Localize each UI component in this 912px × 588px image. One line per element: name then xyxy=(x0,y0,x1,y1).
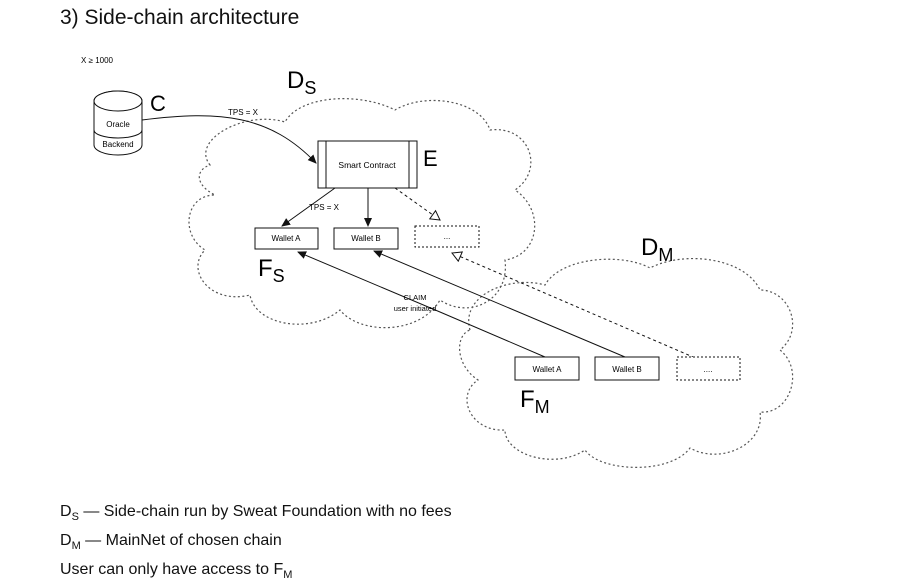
side-wallet-a-label: Wallet A xyxy=(271,234,301,243)
contract-to-wallet-a-arrow xyxy=(281,187,336,227)
smart-contract-letter: E xyxy=(423,146,438,171)
backend-label: Backend xyxy=(102,140,133,149)
tps-oracle-label: TPS = X xyxy=(228,108,259,117)
mainnet-cloud-label: DM xyxy=(641,234,673,265)
side-wallet-b: Wallet B xyxy=(333,227,399,250)
main-wallets-label: FM xyxy=(520,386,550,417)
side-wallet-more: ... xyxy=(414,225,480,248)
oracle-letter: C xyxy=(150,91,166,116)
side-wallet-more-label: ... xyxy=(444,232,451,241)
main-wallet-more: .... xyxy=(676,356,741,381)
smart-contract-box: Smart Contract xyxy=(317,140,418,189)
legend: DS — Side-chain run by Sweat Foundation … xyxy=(60,500,452,588)
oracle-label: Oracle xyxy=(106,120,130,129)
page-title: 3) Side-chain architecture xyxy=(60,6,300,29)
claim-user-initiated-label: user initiated xyxy=(394,304,437,313)
side-chain-cloud xyxy=(188,98,536,329)
legend-line-access: User can only have access to FM xyxy=(60,561,293,582)
claim-arrow-wallet-b xyxy=(373,250,626,358)
main-wallet-a-label: Wallet A xyxy=(532,365,562,374)
main-wallet-b: Wallet B xyxy=(594,356,660,381)
smart-contract-label: Smart Contract xyxy=(338,160,396,170)
main-wallet-more-label: .... xyxy=(704,365,713,374)
x-condition-label: X ≥ 1000 xyxy=(81,56,114,65)
tps-wallets-label: TPS = X xyxy=(309,203,340,212)
side-chain-cloud-label: DS xyxy=(287,67,316,98)
oracle-backend-database: Oracle Backend xyxy=(93,90,143,156)
side-wallet-b-label: Wallet B xyxy=(351,234,381,243)
side-wallet-a: Wallet A xyxy=(254,227,319,250)
oracle-to-contract-arrow xyxy=(141,115,317,164)
claim-label: CLAIM xyxy=(404,293,427,302)
main-wallet-a: Wallet A xyxy=(514,356,580,381)
claim-arrow-wallet-a xyxy=(297,251,546,358)
contract-to-other-wallets-arrow xyxy=(394,187,441,221)
main-wallet-b-label: Wallet B xyxy=(612,365,642,374)
claim-arrow-other-wallets xyxy=(451,251,701,361)
side-wallets-label: FS xyxy=(258,255,285,286)
legend-line-ds: DS — Side-chain run by Sweat Foundation … xyxy=(60,503,452,524)
legend-line-dm: DM — MainNet of chosen chain xyxy=(60,532,282,553)
